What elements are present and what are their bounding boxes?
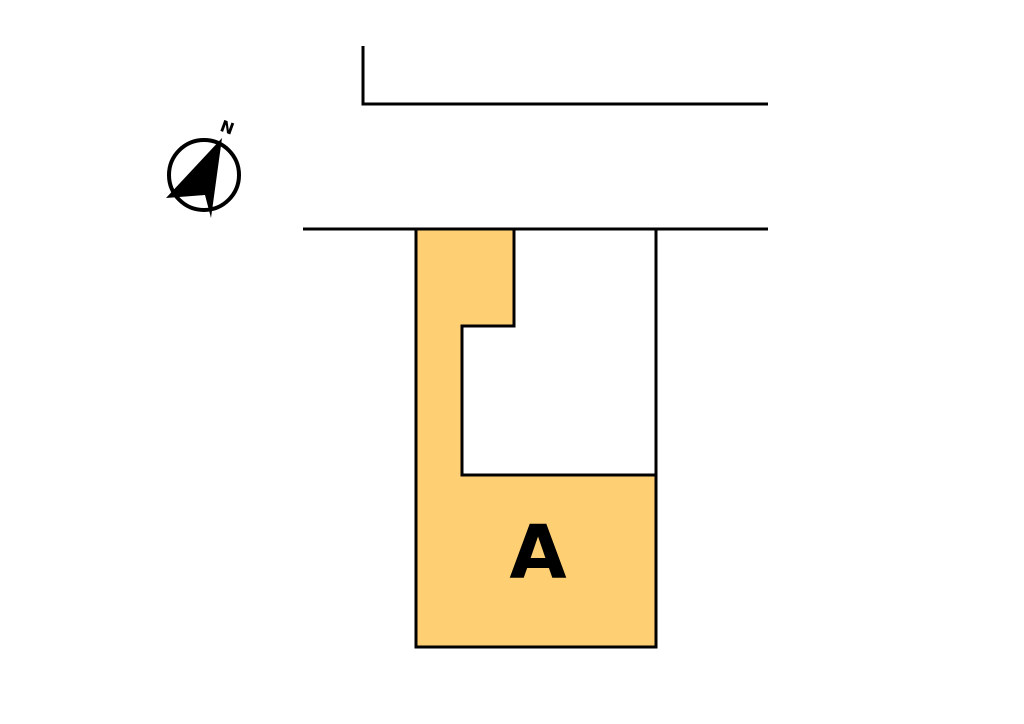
plot-label: A bbox=[509, 510, 566, 596]
road-upper-edge bbox=[361, 46, 768, 106]
north-label: N bbox=[218, 116, 237, 138]
north-arrow-icon: N bbox=[166, 116, 241, 218]
plot-a bbox=[414, 227, 658, 649]
